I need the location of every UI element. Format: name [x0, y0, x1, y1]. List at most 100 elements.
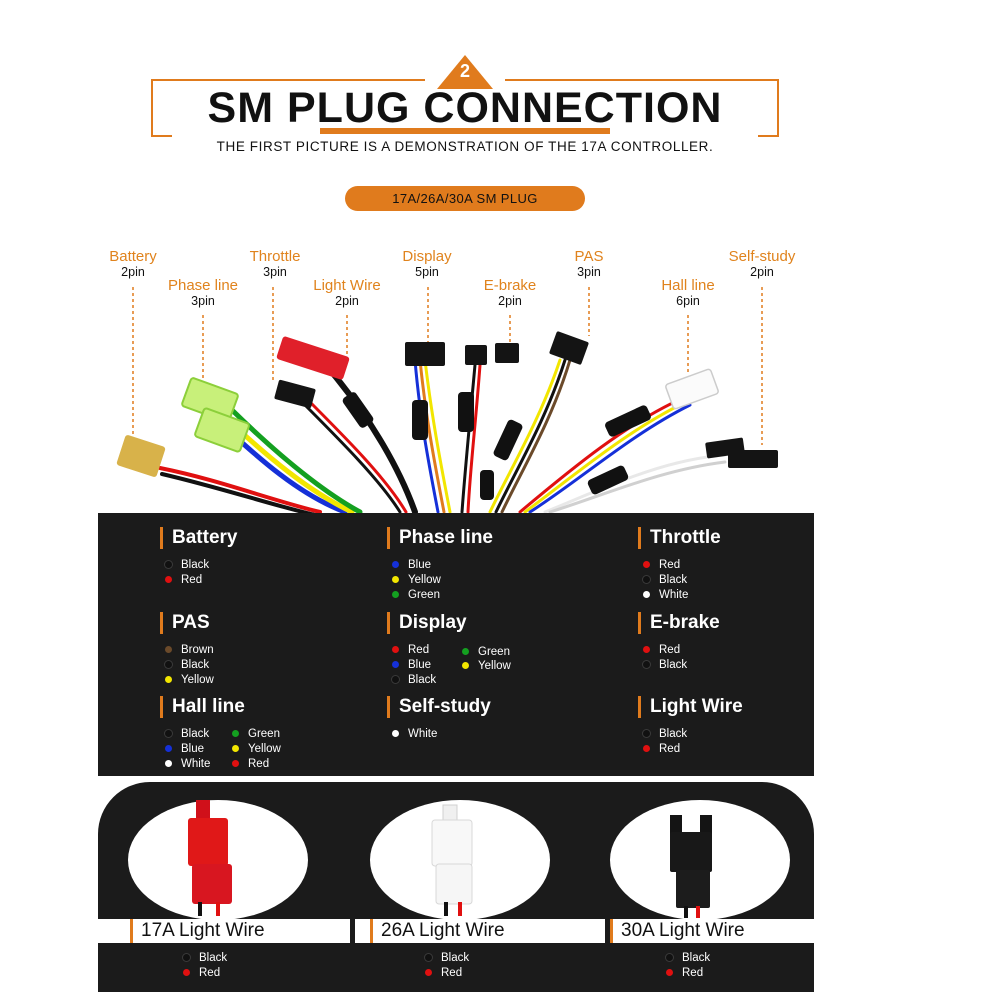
- plug-label-bar: [610, 919, 814, 943]
- wire-color-dot: [165, 646, 172, 653]
- wire-color-dot: [643, 561, 650, 568]
- group-self-study: Self-study White: [387, 696, 491, 777]
- wire-color-dot: [183, 954, 190, 961]
- wire-color-dot: [392, 576, 399, 583]
- wire-color-dot: [643, 591, 650, 598]
- callout-name: Display: [402, 248, 452, 265]
- wire-label: Red: [659, 743, 681, 755]
- plug-label-30a: 30A Light Wire: [610, 919, 745, 943]
- hall-line-connector: [665, 368, 719, 410]
- wire-label: Black: [181, 659, 210, 671]
- callout-pins: 3pin: [263, 265, 287, 279]
- wire-color-dot: [165, 760, 172, 767]
- throttle-connector: [274, 379, 316, 409]
- plug-label-26a: 26A Light Wire: [370, 919, 505, 943]
- callout-name: Hall line: [661, 277, 715, 294]
- wire-item: Red: [165, 573, 202, 588]
- plug-17a-icon: [188, 800, 232, 916]
- wire-color-dot: [643, 661, 650, 668]
- wire-color-dot: [643, 745, 650, 752]
- plug-30a-wire-black: Black: [666, 951, 710, 966]
- callout-pins: 2pin: [498, 294, 522, 308]
- wire-label: Black: [199, 952, 228, 964]
- callout-pins: 6pin: [676, 294, 700, 308]
- wire-color-dot: [643, 730, 650, 737]
- plug-26a-icon: [431, 804, 473, 916]
- callout-e-brake: E-brake 2pin: [450, 277, 570, 308]
- wire-label: Black: [659, 574, 688, 586]
- wire-item: White: [392, 727, 437, 742]
- wire-item: Black: [392, 673, 436, 688]
- leader-lines: [132, 287, 763, 445]
- wire-label: Black: [682, 952, 711, 964]
- wire-color-dot: [392, 561, 399, 568]
- callout-phase-line: Phase line 3pin: [143, 277, 263, 308]
- wire-item: Black: [165, 727, 209, 742]
- wire-item: Red: [232, 757, 269, 772]
- wire-item: Blue: [392, 658, 431, 673]
- wire-color-dot: [232, 760, 239, 767]
- plug-26a-wire-black: Black: [425, 951, 469, 966]
- callout-pins: 2pin: [750, 265, 774, 279]
- wire-label: Red: [181, 574, 203, 586]
- wire-sleeves: [342, 392, 651, 500]
- wire-label: Red: [408, 644, 430, 656]
- wire-color-dot: [165, 661, 172, 668]
- wire-label: Yellow: [181, 674, 214, 686]
- callout-throttle: Throttle 3pin: [215, 248, 335, 279]
- callout-battery: Battery 2pin: [73, 248, 193, 279]
- callout-light-wire: Light Wire 2pin: [287, 277, 407, 308]
- wire-label: Red: [441, 967, 463, 979]
- group-title: Self-study: [387, 696, 491, 718]
- group-title: Hall line: [160, 696, 245, 718]
- wire-item: Blue: [165, 742, 204, 757]
- wire-label: Black: [441, 952, 470, 964]
- group-light-wire: Light Wire Black Red: [638, 696, 743, 777]
- plug-26a-wire-red: Red: [425, 966, 462, 981]
- wire-color-dot: [643, 576, 650, 583]
- callout-name: E-brake: [483, 277, 537, 294]
- pas-connector: [549, 331, 589, 365]
- battery-connector: [116, 435, 166, 477]
- callout-pins: 3pin: [577, 265, 601, 279]
- group-phase-line: Phase line Blue Yellow Green: [387, 527, 493, 608]
- wire-color-dot: [425, 969, 432, 976]
- wire-color-dot: [392, 591, 399, 598]
- plug-label-17a: 17A Light Wire: [130, 919, 265, 943]
- callout-pas: PAS 3pin: [529, 248, 649, 279]
- wire-item: Red: [643, 558, 680, 573]
- group-title: Light Wire: [638, 696, 743, 718]
- wire-item: Yellow: [232, 742, 281, 757]
- wire-color-dot: [392, 646, 399, 653]
- group-title: Throttle: [638, 527, 721, 549]
- callout-name: Battery: [109, 248, 157, 265]
- wire-label: Green: [408, 589, 440, 601]
- callout-pins: 3pin: [191, 294, 215, 308]
- wire-color-dot: [462, 662, 469, 669]
- group-title: Battery: [160, 527, 237, 549]
- wire-item: Blue: [392, 558, 431, 573]
- wire-item: Green: [392, 588, 440, 603]
- plug-17a-wire-red: Red: [183, 966, 220, 981]
- group-title: Phase line: [387, 527, 493, 549]
- callout-pins: 5pin: [415, 265, 439, 279]
- wire-item: Brown: [165, 643, 214, 658]
- wire-item: Yellow: [392, 573, 441, 588]
- wire-label: Black: [181, 559, 210, 571]
- wire-item: Red: [392, 643, 429, 658]
- callout-name: Throttle: [249, 248, 301, 265]
- wire-label: Red: [659, 559, 681, 571]
- group-throttle: Throttle Red Black White: [638, 527, 721, 608]
- wire-color-dot: [165, 576, 172, 583]
- wire-color-dot: [392, 661, 399, 668]
- wire-label: Green: [248, 728, 280, 740]
- plug-17a-wire-black: Black: [183, 951, 227, 966]
- wire-label: Green: [478, 646, 510, 658]
- callout-display: Display 5pin: [367, 248, 487, 279]
- wire-color-dot: [183, 969, 190, 976]
- plug-30a-icon: [670, 815, 712, 918]
- wire-color-dot: [392, 730, 399, 737]
- wire-color-dot: [462, 648, 469, 655]
- light-wire-connector: [276, 336, 350, 380]
- plug-30a-wire-red: Red: [666, 966, 703, 981]
